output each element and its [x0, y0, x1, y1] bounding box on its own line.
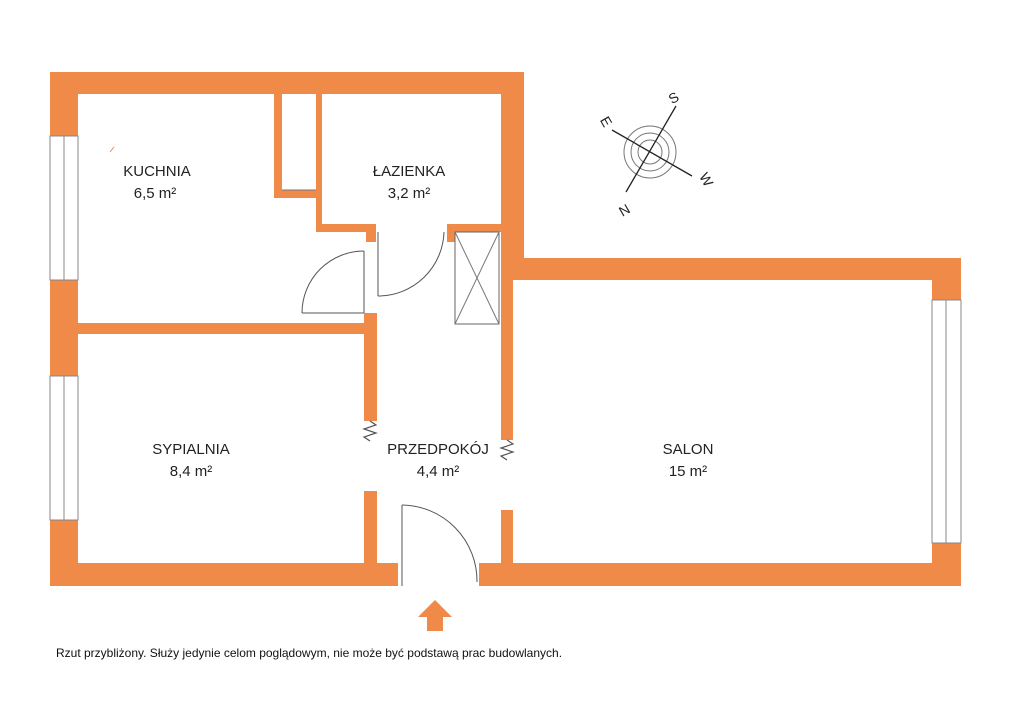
room-name-salon: SALON — [663, 441, 714, 458]
wall-kitchen-bedroom — [50, 323, 365, 334]
room-area-kuchnia: 6,5 m² — [134, 185, 177, 202]
entrance-arrow-icon — [418, 600, 452, 631]
room-area-lazienka: 3,2 m² — [388, 185, 431, 202]
wall-top-left — [50, 72, 524, 94]
room-name-sypialnia: SYPIALNIA — [152, 441, 230, 458]
room-area-przedpokoj: 4,4 m² — [417, 463, 460, 480]
wall-hall-salon-lower — [501, 510, 513, 586]
compass-north: N — [616, 201, 633, 220]
wall-bath-stub — [366, 224, 376, 242]
wall-salon-top — [501, 258, 961, 280]
room-area-salon: 15 m² — [669, 463, 707, 480]
room-name-kuchnia: KUCHNIA — [123, 163, 191, 180]
room-area-sypialnia: 8,4 m² — [170, 463, 213, 480]
compass-east: E — [597, 113, 616, 129]
doors — [301, 231, 478, 586]
wall-bottom-right — [479, 563, 961, 586]
wall-shaft-bottom — [274, 190, 322, 198]
wall-bottom-left — [50, 563, 398, 586]
door-entrance — [401, 504, 478, 586]
wall-bath-bottom-right — [447, 224, 507, 232]
room-labels: KUCHNIA 6,5 m² ŁAZIENKA 3,2 m² SYPIALNIA… — [123, 163, 713, 480]
ventilation-shaft-hall — [454, 231, 500, 325]
wall-bath-stub-right — [447, 224, 455, 242]
ventilation-shaft-kitchen — [282, 94, 316, 190]
sliding-doors — [362, 420, 515, 461]
compass-south: S — [665, 88, 681, 107]
compass-west: W — [696, 170, 717, 190]
wall-kitchen-bath — [274, 94, 282, 196]
door-bathroom — [377, 231, 445, 297]
door-kitchen — [301, 250, 365, 314]
room-name-lazienka: ŁAZIENKA — [373, 163, 446, 180]
windows — [49, 135, 962, 544]
disclaimer-text: Rzut przybliżony. Służy jedynie celom po… — [56, 646, 563, 660]
compass-rose-icon: S N E W — [597, 88, 717, 219]
wall-kitchen-bath-2 — [316, 94, 322, 230]
walls — [50, 72, 961, 586]
room-name-przedpokoj: PRZEDPOKÓJ — [387, 441, 489, 458]
wall-bedroom-hall-lower — [364, 491, 377, 586]
wall-bath-bottom-left — [316, 224, 376, 232]
zigzag-salon — [499, 439, 515, 461]
wall-hall-salon — [501, 230, 513, 440]
wall-bedroom-hall — [364, 313, 377, 421]
zigzag-bedroom — [362, 420, 378, 442]
